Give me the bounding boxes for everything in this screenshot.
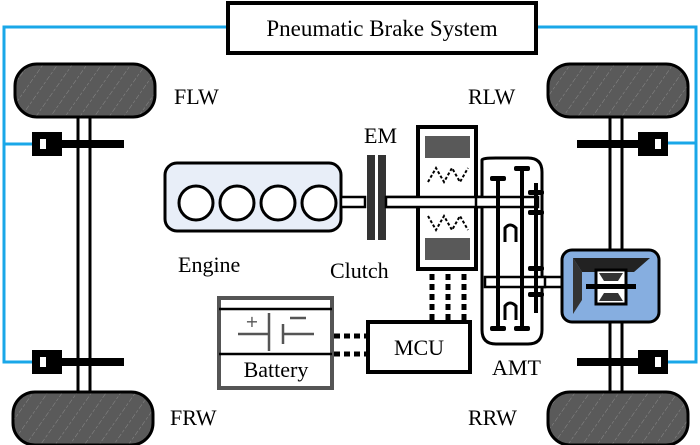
engine-cylinder bbox=[259, 184, 297, 222]
wheel-rear-right bbox=[546, 390, 690, 445]
battery-mcu-wires bbox=[334, 333, 368, 357]
brake-caliper-front-left bbox=[32, 132, 62, 156]
clutch bbox=[367, 155, 386, 240]
brake-line-rear-left bbox=[536, 25, 698, 145]
brake-line-front-right bbox=[2, 144, 36, 364]
pneumatic-brake-system-label: Pneumatic Brake System bbox=[266, 16, 497, 41]
brake-caliper-rear-left bbox=[638, 132, 668, 156]
label-engine: Engine bbox=[178, 252, 240, 277]
label-flw: FLW bbox=[174, 84, 219, 109]
plus-icon: + bbox=[245, 312, 258, 331]
label-rlw: RLW bbox=[468, 84, 515, 109]
engine-cylinder bbox=[218, 184, 256, 222]
engine-cylinder bbox=[177, 184, 215, 222]
motor-winding-bottom bbox=[427, 213, 469, 233]
wheel-rear-left bbox=[546, 62, 690, 119]
electric-motor bbox=[384, 125, 522, 271]
wheel-front-right bbox=[11, 390, 155, 445]
battery: + Battery bbox=[217, 296, 334, 390]
engine bbox=[163, 161, 343, 233]
engine-output-shaft bbox=[339, 195, 367, 209]
brake-line-rear-right bbox=[664, 143, 698, 364]
engine-cylinder bbox=[300, 184, 338, 222]
wheel-front-left bbox=[13, 62, 157, 119]
label-rrw: RRW bbox=[468, 405, 517, 430]
brake-caliper-rear-right bbox=[638, 350, 668, 374]
brake-caliper-front-right bbox=[32, 350, 62, 374]
label-amt: AMT bbox=[492, 355, 541, 380]
motor-winding-top bbox=[427, 165, 469, 185]
label-battery: Battery bbox=[244, 357, 309, 382]
differential bbox=[560, 248, 661, 324]
label-frw: FRW bbox=[170, 405, 217, 430]
motor-stator-bottom bbox=[425, 238, 470, 260]
brake-lines bbox=[2, 25, 698, 364]
mcu-motor-wires bbox=[429, 274, 467, 322]
label-em: EM bbox=[364, 123, 397, 148]
label-mcu: MCU bbox=[394, 335, 444, 360]
mcu: MCU bbox=[366, 320, 472, 374]
motor-stator-top bbox=[425, 136, 470, 158]
amt-gearbox bbox=[474, 156, 547, 346]
brake-line-front-left bbox=[2, 25, 228, 146]
pneumatic-brake-system-box: Pneumatic Brake System bbox=[226, 1, 538, 55]
label-clutch: Clutch bbox=[330, 258, 389, 283]
